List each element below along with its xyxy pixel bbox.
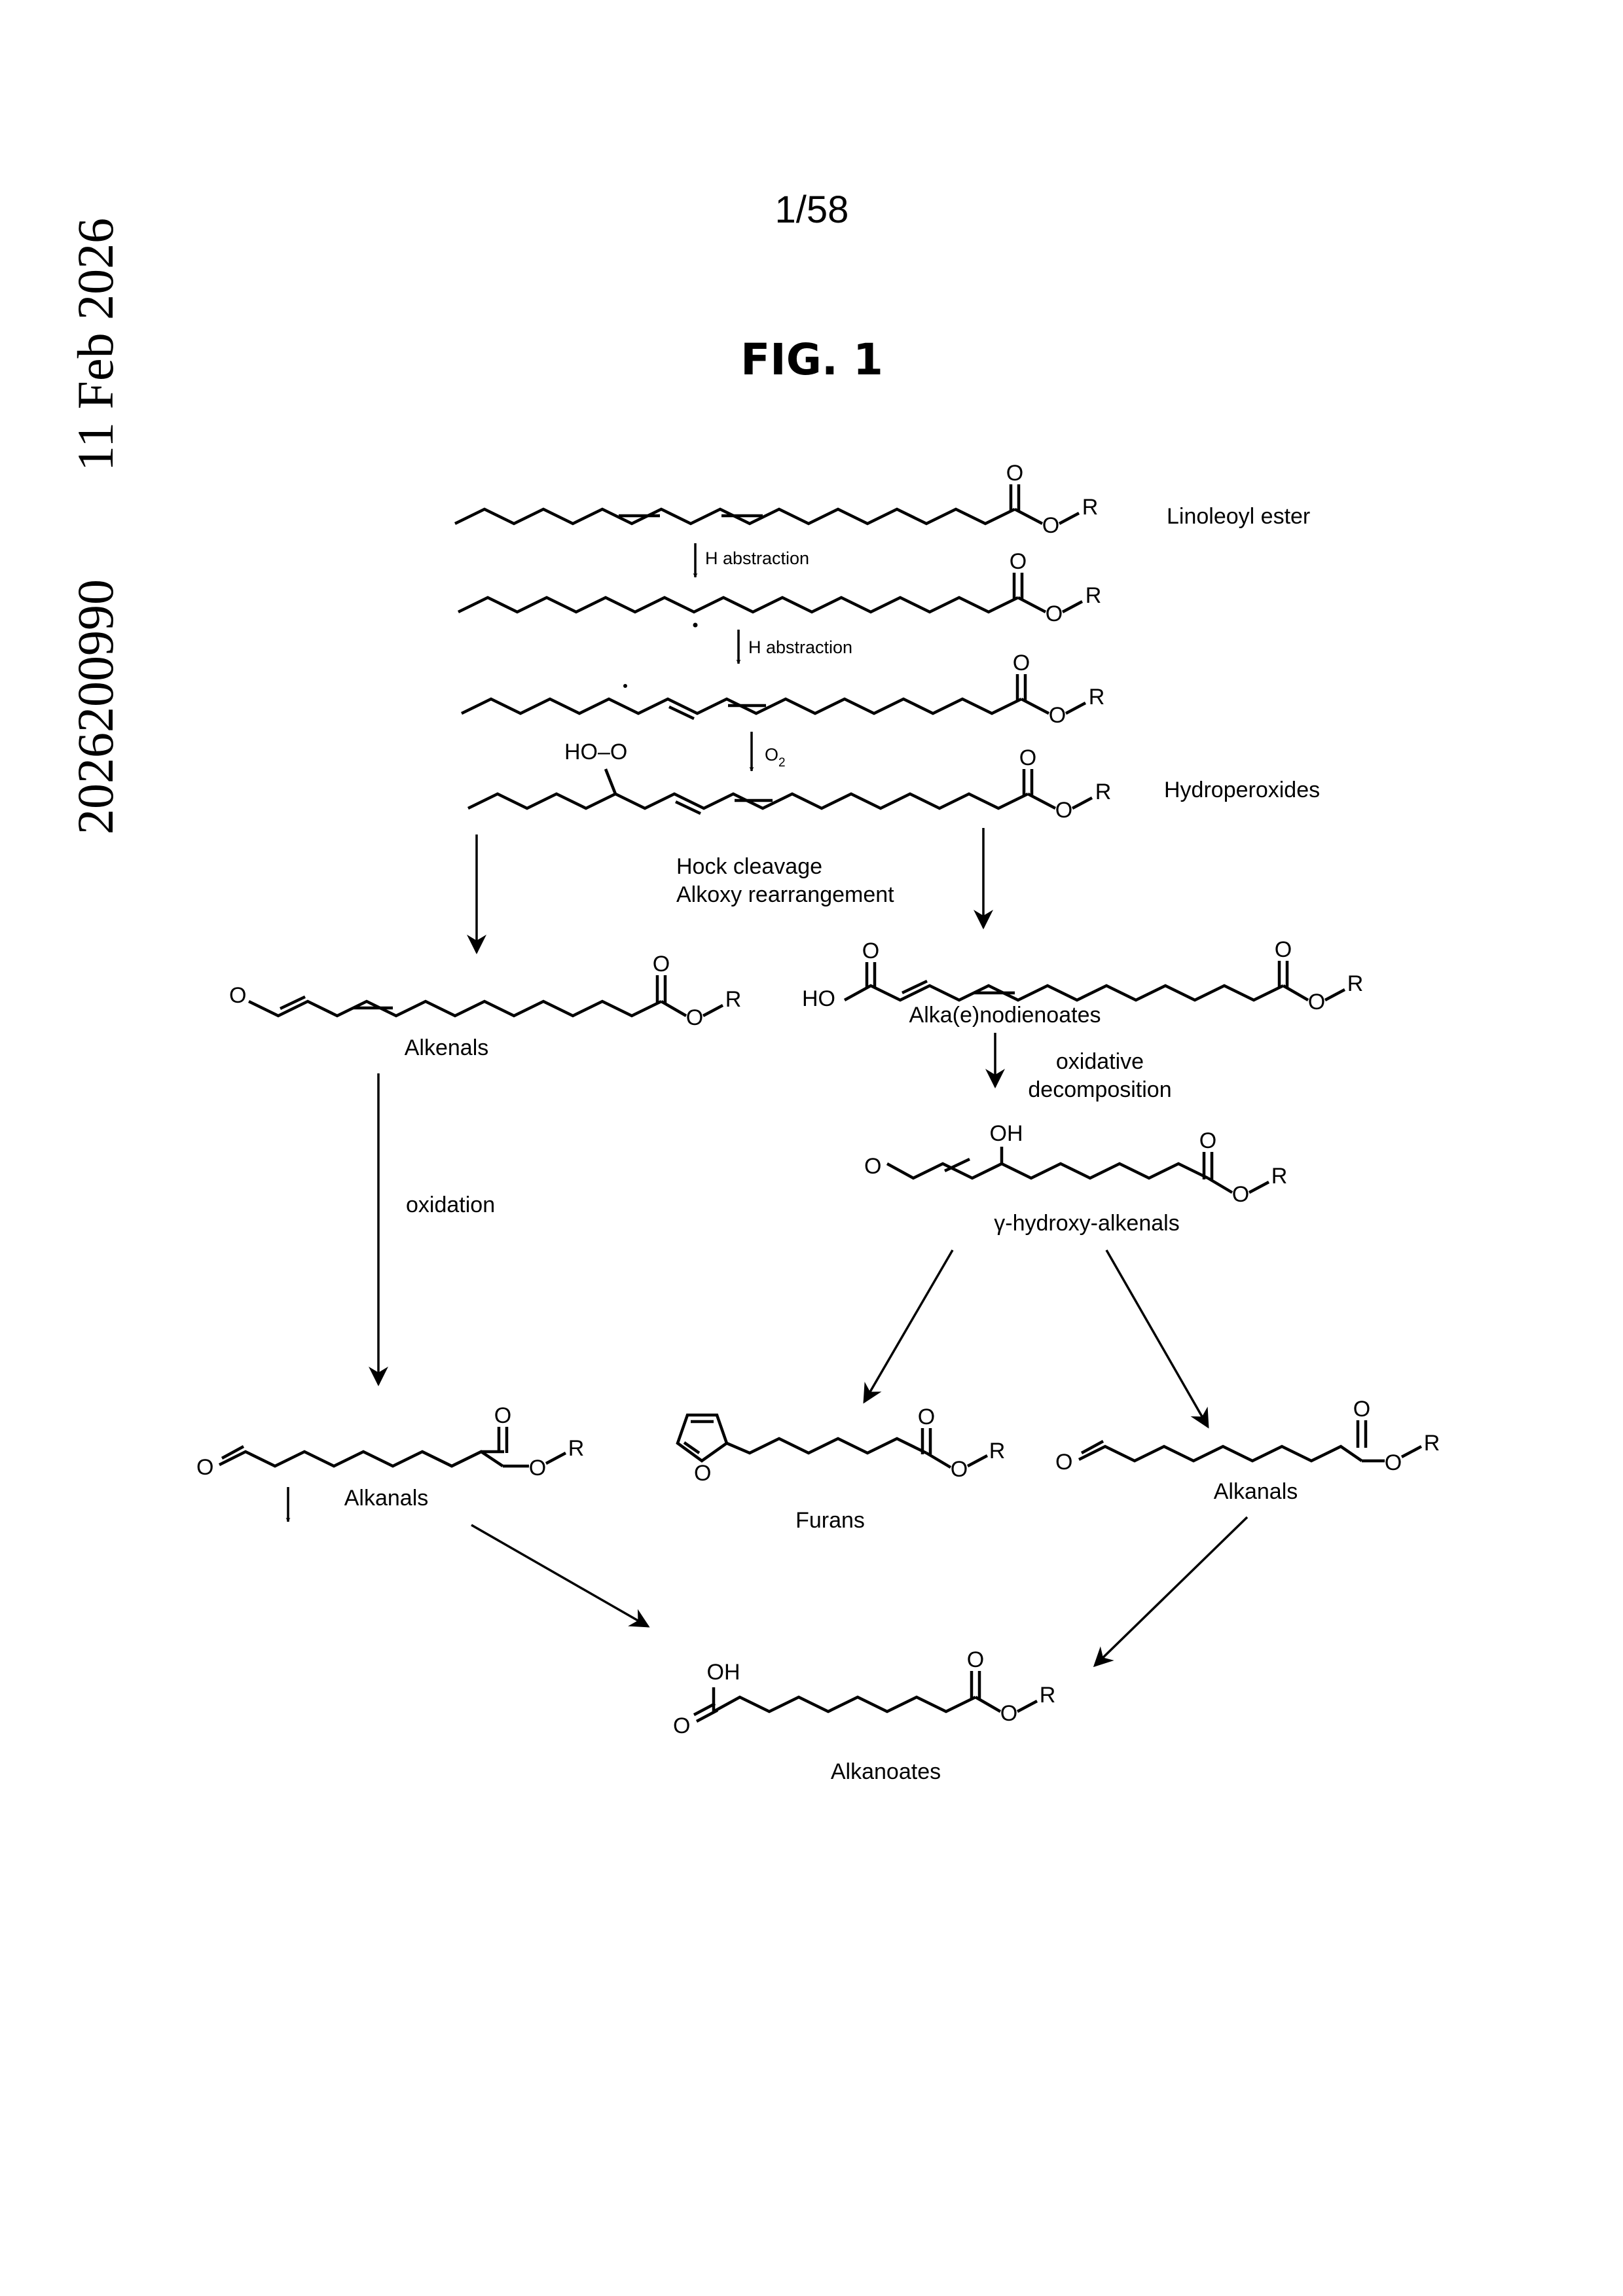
linoleyl-radical-structure [458, 573, 1082, 628]
atom-o-ester: O [1308, 990, 1325, 1014]
atom-o-carbonyl: O [1275, 937, 1292, 962]
label-alkanals-left: Alkanals [344, 1486, 429, 1511]
atom-r: R [989, 1439, 1006, 1463]
linoleoyl-ester-structure [455, 484, 1079, 524]
atom-o-carbonyl: O [918, 1405, 935, 1429]
atom-r: R [1095, 780, 1112, 804]
atom-o-carbonyl: O [653, 952, 670, 977]
label-alkenals: Alkenals [405, 1035, 489, 1060]
conjugated-radical-structure [462, 674, 1085, 719]
label-hock-cleavage: Hock cleavage [676, 854, 822, 879]
label-alkaenodienoates: Alka(e)nodienoates [909, 1003, 1101, 1028]
label-o2: O2 [765, 745, 786, 770]
atom-r: R [1271, 1164, 1288, 1189]
label-h-abstraction-2: H abstraction [748, 637, 852, 657]
atom-o-carbonyl: O [1013, 651, 1030, 675]
atom-o-carbonyl: O [1010, 549, 1027, 574]
atom-o-ester: O [529, 1456, 546, 1480]
arrow-left-to-alkanoates [471, 1525, 648, 1626]
label-h-abstraction-1: H abstraction [705, 548, 809, 568]
arrow-right-to-alkanoates [1095, 1517, 1247, 1666]
atom-r: R [1089, 685, 1105, 709]
atom-o-carbonyl: O [494, 1403, 511, 1428]
atom-r: R [1347, 971, 1364, 996]
label-hydroperoxides: Hydroperoxides [1164, 778, 1320, 802]
atom-o-ester: O [1042, 513, 1059, 538]
atom-oh: OH [990, 1121, 1023, 1146]
atom-o-ester: O [1049, 703, 1066, 728]
label-alkanoates: Alkanoates [831, 1759, 941, 1784]
figure-title: FIG. 1 [740, 334, 883, 385]
atom-o-ester: O [951, 1457, 968, 1482]
side-document-number: 2026200990 [67, 579, 124, 834]
alkanals-left-structure [219, 1427, 566, 1466]
atom-o-aldehyde: O [864, 1154, 881, 1179]
label-oxidation: oxidation [406, 1193, 495, 1217]
atom-o-aldehyde: O [229, 983, 246, 1008]
hydroxy-alkenals-structure [887, 1147, 1269, 1193]
alkanoates-structure [694, 1671, 1037, 1721]
atom-ho: HO [802, 986, 835, 1011]
label-furans: Furans [795, 1508, 865, 1533]
arrow-to-furans [864, 1250, 953, 1402]
atom-o-carbonyl: O [1006, 461, 1023, 486]
atom-o-ester: O [1055, 798, 1072, 823]
label-oxidative: oxidative [1056, 1049, 1144, 1074]
atom-r: R [1424, 1431, 1440, 1456]
label-hydroxy-alkenals: γ-hydroxy-alkenals [994, 1211, 1179, 1236]
label-alkoxy-rearrangement: Alkoxy rearrangement [676, 882, 894, 907]
alkenals-structure [249, 975, 723, 1016]
atom-o-carbonyl: O [1019, 745, 1036, 770]
label-decomposition: decomposition [1028, 1077, 1171, 1102]
atom-r: R [1082, 495, 1099, 520]
hydroperoxide-structure [468, 769, 1092, 814]
atom-o-carbonyl: O [1353, 1397, 1370, 1422]
alkanals-right-structure [1079, 1420, 1421, 1461]
atom-o-ester: O [686, 1005, 703, 1030]
atom-hydroperoxy: HO–O [564, 740, 627, 764]
arrow-to-alkanals-right [1106, 1250, 1208, 1427]
atom-o-ester: O [1232, 1182, 1249, 1207]
atom-r: R [1040, 1683, 1056, 1708]
atom-o-carbonyl: O [1199, 1128, 1216, 1153]
page-number: 1/58 [775, 188, 849, 231]
atom-o-carbonyl: O [967, 1647, 984, 1672]
atom-o-aldehyde: O [196, 1455, 213, 1480]
atom-o-aldehyde: O [1055, 1450, 1072, 1475]
atom-o-ester: O [1000, 1701, 1017, 1726]
atom-o-acid: O [673, 1713, 690, 1738]
label-linoleoyl-ester: Linoleoyl ester [1167, 504, 1310, 529]
alkaenodienoates-structure [845, 961, 1345, 1000]
atom-o-acid: O [862, 939, 879, 963]
atom-r: R [1085, 583, 1102, 608]
furans-structure [678, 1415, 987, 1467]
atom-o-ester: O [1046, 601, 1063, 626]
atom-r: R [725, 987, 742, 1012]
atom-o-furan: O [694, 1461, 711, 1486]
atom-o-ester: O [1385, 1450, 1402, 1475]
atom-r: R [568, 1436, 585, 1461]
label-alkanals-right: Alkanals [1214, 1479, 1298, 1504]
side-date: 11 Feb 2026 [67, 218, 124, 471]
atom-oh: OH [707, 1660, 740, 1685]
